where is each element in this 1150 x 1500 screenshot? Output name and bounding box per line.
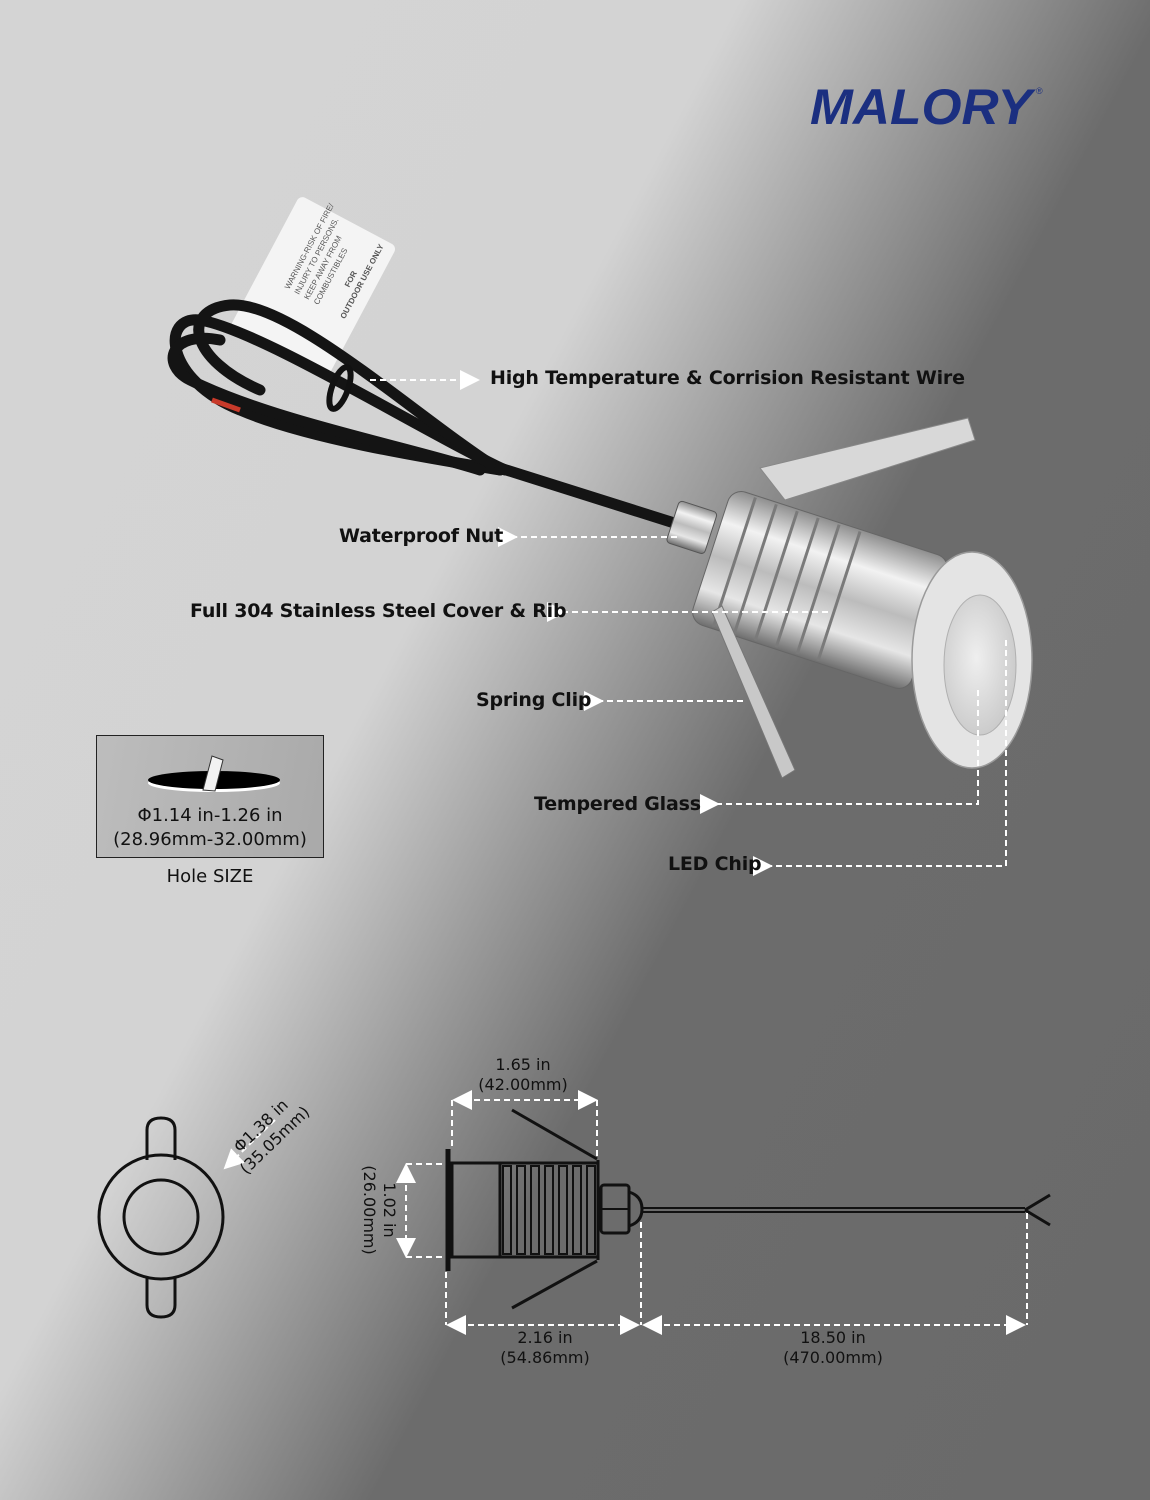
tempered-glass-lens <box>943 594 1017 736</box>
callout-waterproof-nut: Waterproof Nut <box>339 525 504 547</box>
body-length-label: 1.65 in (42.00mm) <box>468 1055 578 1095</box>
overall-length-mm: (54.86mm) <box>500 1348 590 1367</box>
overall-length-in: 2.16 in <box>517 1328 573 1347</box>
red-wire <box>211 397 241 413</box>
callout-spring-clip: Spring Clip <box>476 689 592 711</box>
callout-led-chip: LED Chip <box>668 853 762 875</box>
side-view-drawing <box>445 1108 1051 1310</box>
logo-text: MALORY <box>810 82 1037 130</box>
registered-mark: ® <box>1036 86 1043 96</box>
spring-clip-top <box>759 417 976 501</box>
body-diameter-label: 1.02 in (26.00mm) <box>359 1155 399 1265</box>
wire-length-in: 18.50 in <box>800 1328 866 1347</box>
callout-wire: High Temperature & Corrision Resistant W… <box>490 367 965 389</box>
body-diameter-mm: (26.00mm) <box>360 1165 379 1255</box>
body-length-in: 1.65 in <box>495 1055 551 1074</box>
front-view-drawing <box>97 1116 225 1319</box>
brand-logo: MALORY ® <box>808 79 1048 135</box>
wire-length-mm: (470.00mm) <box>783 1348 883 1367</box>
cable-tie <box>326 364 354 412</box>
hole-size-caption: Hole SIZE <box>166 866 254 887</box>
callout-tempered-glass: Tempered Glass <box>534 793 701 815</box>
side-view-dimension-lines <box>396 1090 1028 1335</box>
hole-size-mm: (28.96mm-32.00mm) <box>113 829 307 850</box>
hole-size-inches: Φ1.14 in-1.26 in <box>137 805 283 826</box>
body-length-mm: (42.00mm) <box>478 1075 568 1094</box>
callout-stainless-cover: Full 304 Stainless Steel Cover & Rib <box>190 600 567 622</box>
warning-tag <box>231 197 396 377</box>
front-diameter-dimension-line <box>223 1119 276 1170</box>
light-body <box>692 491 948 689</box>
cable-coil <box>167 299 696 534</box>
wire-length-label: 18.50 in (470.00mm) <box>773 1328 893 1368</box>
overall-length-label: 2.16 in (54.86mm) <box>490 1328 600 1368</box>
waterproof-nut <box>666 500 718 554</box>
spring-clip-bottom <box>711 605 796 779</box>
body-diameter-in: 1.02 in <box>380 1182 399 1238</box>
callout-lines <box>370 370 1007 876</box>
